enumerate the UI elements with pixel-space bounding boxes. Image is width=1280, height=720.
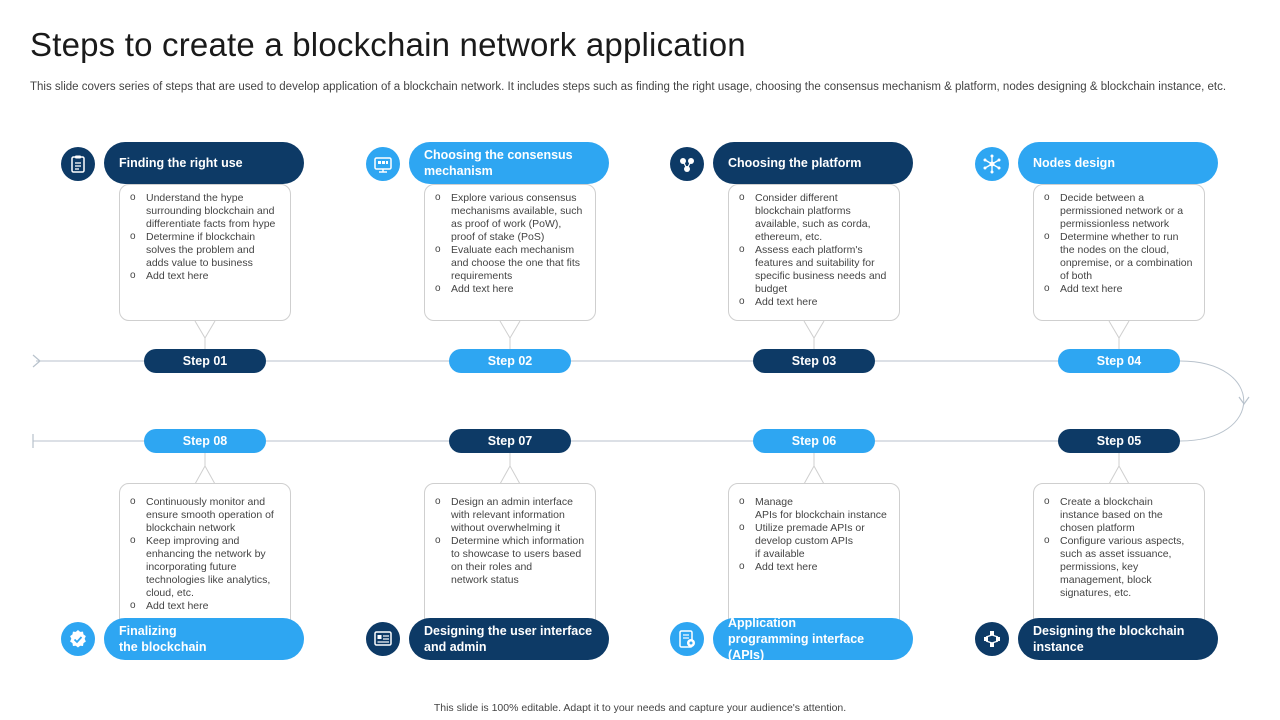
step-title-pill-4: Nodes design (1018, 142, 1218, 184)
step-card-5: Create a blockchain instance based on th… (1033, 483, 1205, 633)
bullet-item: Add text here (1042, 282, 1194, 296)
bullet-item: Manage APIs for blockchain instance (737, 495, 889, 522)
card-pointer (1108, 464, 1130, 485)
clipboard-icon (61, 147, 95, 181)
step-bullets-6: Manage APIs for blockchain instanceUtili… (737, 495, 889, 574)
nodes-icon (670, 147, 704, 181)
step-title-pill-1: Finding the right use (104, 142, 304, 184)
bullet-item: Determine whether to run the nodes on th… (1042, 230, 1194, 283)
step-label-pill-4: Step 04 (1058, 349, 1180, 373)
bullet-item: Determine if blockchain solves the probl… (128, 230, 280, 270)
step-title-pill-6: Application programming interface (APIs) (713, 616, 913, 662)
step-label-pill-1: Step 01 (144, 349, 266, 373)
bullet-item: Decide between a permissioned network or… (1042, 191, 1194, 231)
step-label-pill-3: Step 03 (753, 349, 875, 373)
api-document-icon (670, 622, 704, 656)
step-label-pill-8: Step 08 (144, 429, 266, 453)
bullet-item: Create a blockchain instance based on th… (1042, 495, 1194, 535)
card-pointer (194, 320, 216, 339)
step-bullets-7: Design an admin interface with relevant … (433, 495, 585, 587)
card-pointer (499, 320, 521, 339)
step-title-pill-7: Designing the user interface and admin (409, 618, 609, 660)
step-label-pill-5: Step 05 (1058, 429, 1180, 453)
footer-note: This slide is 100% editable. Adapt it to… (433, 702, 847, 714)
bullet-item: Add text here (128, 599, 280, 613)
step-bullets-4: Decide between a permissioned network or… (1042, 191, 1194, 296)
bullet-item: Understand the hype surrounding blockcha… (128, 191, 280, 231)
step-card-8: Continuously monitor and ensure smooth o… (119, 483, 291, 633)
bullet-item: Keep improving and enhancing the network… (128, 534, 280, 600)
card-pointer (499, 464, 521, 485)
step-card-2: Explore various consensus mechanisms ava… (424, 184, 596, 321)
blockchain-icon (975, 622, 1009, 656)
step-bullets-5: Create a blockchain instance based on th… (1042, 495, 1194, 600)
step-card-3: Consider different blockchain platforms … (728, 184, 900, 321)
dashboard-icon (366, 622, 400, 656)
bullet-item: Determine which information to showcase … (433, 534, 585, 587)
card-pointer (1108, 320, 1130, 339)
step-bullets-1: Understand the hype surrounding blockcha… (128, 191, 280, 283)
bullet-item: Explore various consensus mechanisms ava… (433, 191, 585, 244)
bullet-item: Add text here (737, 295, 889, 309)
bullet-item: Add text here (433, 282, 585, 296)
step-label-pill-7: Step 07 (449, 429, 571, 453)
bullet-item: Continuously monitor and ensure smooth o… (128, 495, 280, 535)
network-grid-icon (366, 147, 400, 181)
bullet-item: Configure various aspects, such as asset… (1042, 534, 1194, 600)
card-pointer (803, 320, 825, 339)
step-bullets-8: Continuously monitor and ensure smooth o… (128, 495, 280, 613)
step-title-pill-3: Choosing the platform (713, 142, 913, 184)
bullet-item: Design an admin interface with relevant … (433, 495, 585, 535)
step-card-6: Manage APIs for blockchain instanceUtili… (728, 483, 900, 633)
page-title: Steps to create a blockchain network app… (30, 26, 746, 63)
bullet-item: Utilize premade APIs or develop custom A… (737, 521, 889, 561)
step-title-pill-8: Finalizing the blockchain (104, 618, 304, 660)
card-pointer (803, 464, 825, 485)
step-label-pill-6: Step 06 (753, 429, 875, 453)
bullet-item: Evaluate each mechanism and choose the o… (433, 243, 585, 283)
page-subtitle: This slide covers series of steps that a… (30, 81, 1227, 93)
badge-check-icon (61, 622, 95, 656)
card-pointer (194, 464, 216, 485)
step-label-pill-2: Step 02 (449, 349, 571, 373)
bullet-item: Add text here (737, 560, 889, 574)
step-card-4: Decide between a permissioned network or… (1033, 184, 1205, 321)
step-bullets-2: Explore various consensus mechanisms ava… (433, 191, 585, 296)
step-card-1: Understand the hype surrounding blockcha… (119, 184, 291, 321)
hub-icon (975, 147, 1009, 181)
bullet-item: Consider different blockchain platforms … (737, 191, 889, 244)
bullet-item: Add text here (128, 269, 280, 283)
step-title-pill-5: Designing the blockchain instance (1018, 618, 1218, 660)
step-card-7: Design an admin interface with relevant … (424, 483, 596, 633)
step-title-pill-2: Choosing the consensus mechanism (409, 142, 609, 184)
step-bullets-3: Consider different blockchain platforms … (737, 191, 889, 309)
bullet-item: Assess each platform's features and suit… (737, 243, 889, 296)
